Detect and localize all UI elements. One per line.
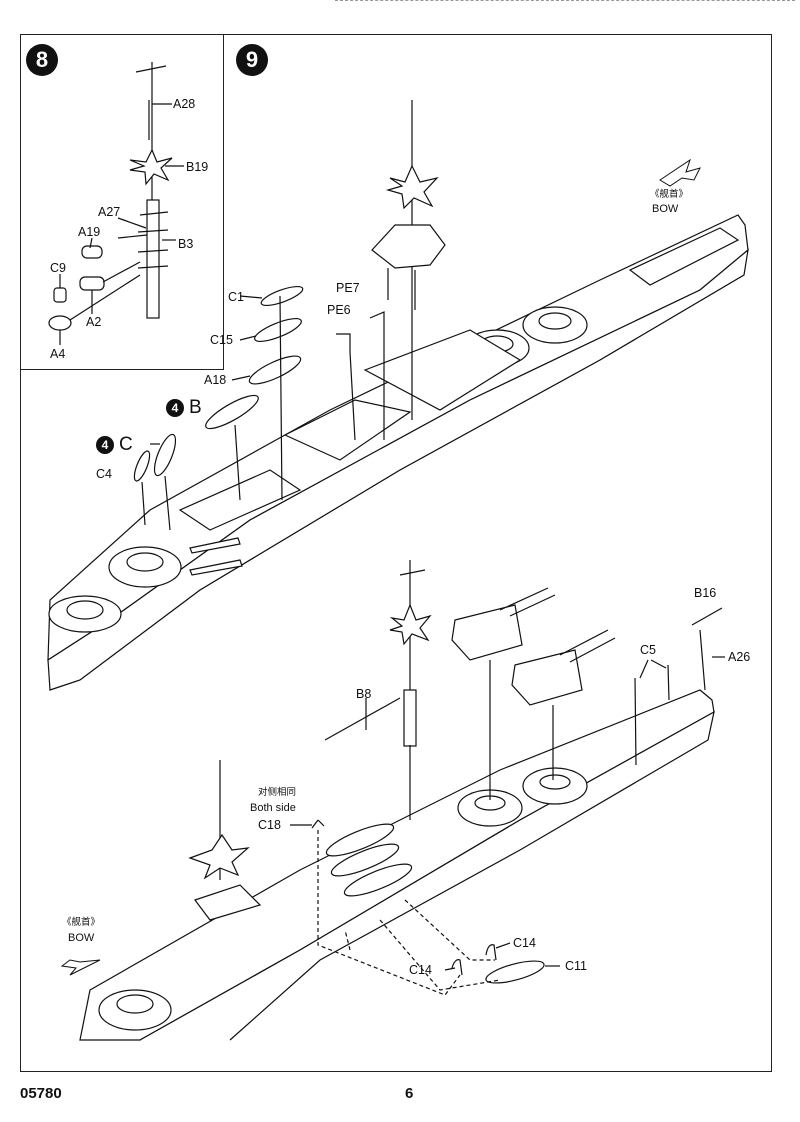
part-label: B8	[356, 687, 372, 701]
part-label: C4	[96, 467, 112, 481]
lower-hull	[79, 560, 725, 1041]
part-label: A28	[173, 97, 196, 111]
part-label: C15	[210, 333, 233, 347]
part-label: A2	[86, 315, 102, 329]
part-label: A27	[98, 205, 121, 219]
part-label: C14	[409, 963, 432, 977]
part-label: C9	[50, 261, 66, 275]
step-8-inset-box	[20, 34, 224, 370]
bow-label-cn: 《舰首》	[62, 917, 101, 928]
bow-label-cn: 《舰首》	[650, 189, 689, 200]
part-label: C1	[228, 290, 244, 304]
part-label: C14	[513, 936, 536, 950]
page-frame	[20, 34, 772, 1072]
subassembly-label: C	[119, 434, 133, 455]
part-label: PE6	[327, 303, 351, 317]
product-code: 05780	[20, 1085, 62, 1102]
part-label: A26	[728, 650, 751, 664]
bow-label: BOW	[68, 932, 95, 944]
part-label: C5	[640, 643, 656, 657]
part-label: A18	[204, 373, 227, 387]
sub-step-badge: 4	[166, 399, 184, 417]
upper-hull	[47, 100, 749, 691]
subassembly-label: B	[189, 397, 202, 418]
mast-assembly-step8	[48, 62, 184, 345]
part-label: A19	[78, 225, 101, 239]
part-label: A4	[50, 347, 66, 361]
part-label: C11	[565, 959, 588, 973]
part-label: B19	[186, 160, 209, 174]
step-8-badge: 8	[26, 44, 58, 76]
sub-step-badge: 4	[96, 436, 114, 454]
part-label: PE7	[336, 281, 360, 295]
part-label: B16	[694, 586, 717, 600]
page-number: 6	[405, 1085, 414, 1102]
top-cut-line	[335, 0, 795, 1]
bow-label: BOW	[652, 203, 679, 215]
both-side-label-cn: 对侧相同	[258, 787, 297, 798]
both-side-label: Both side	[250, 802, 296, 814]
part-label: C18	[258, 818, 281, 832]
step-9-badge: 9	[236, 44, 268, 76]
part-label: B3	[178, 237, 194, 251]
